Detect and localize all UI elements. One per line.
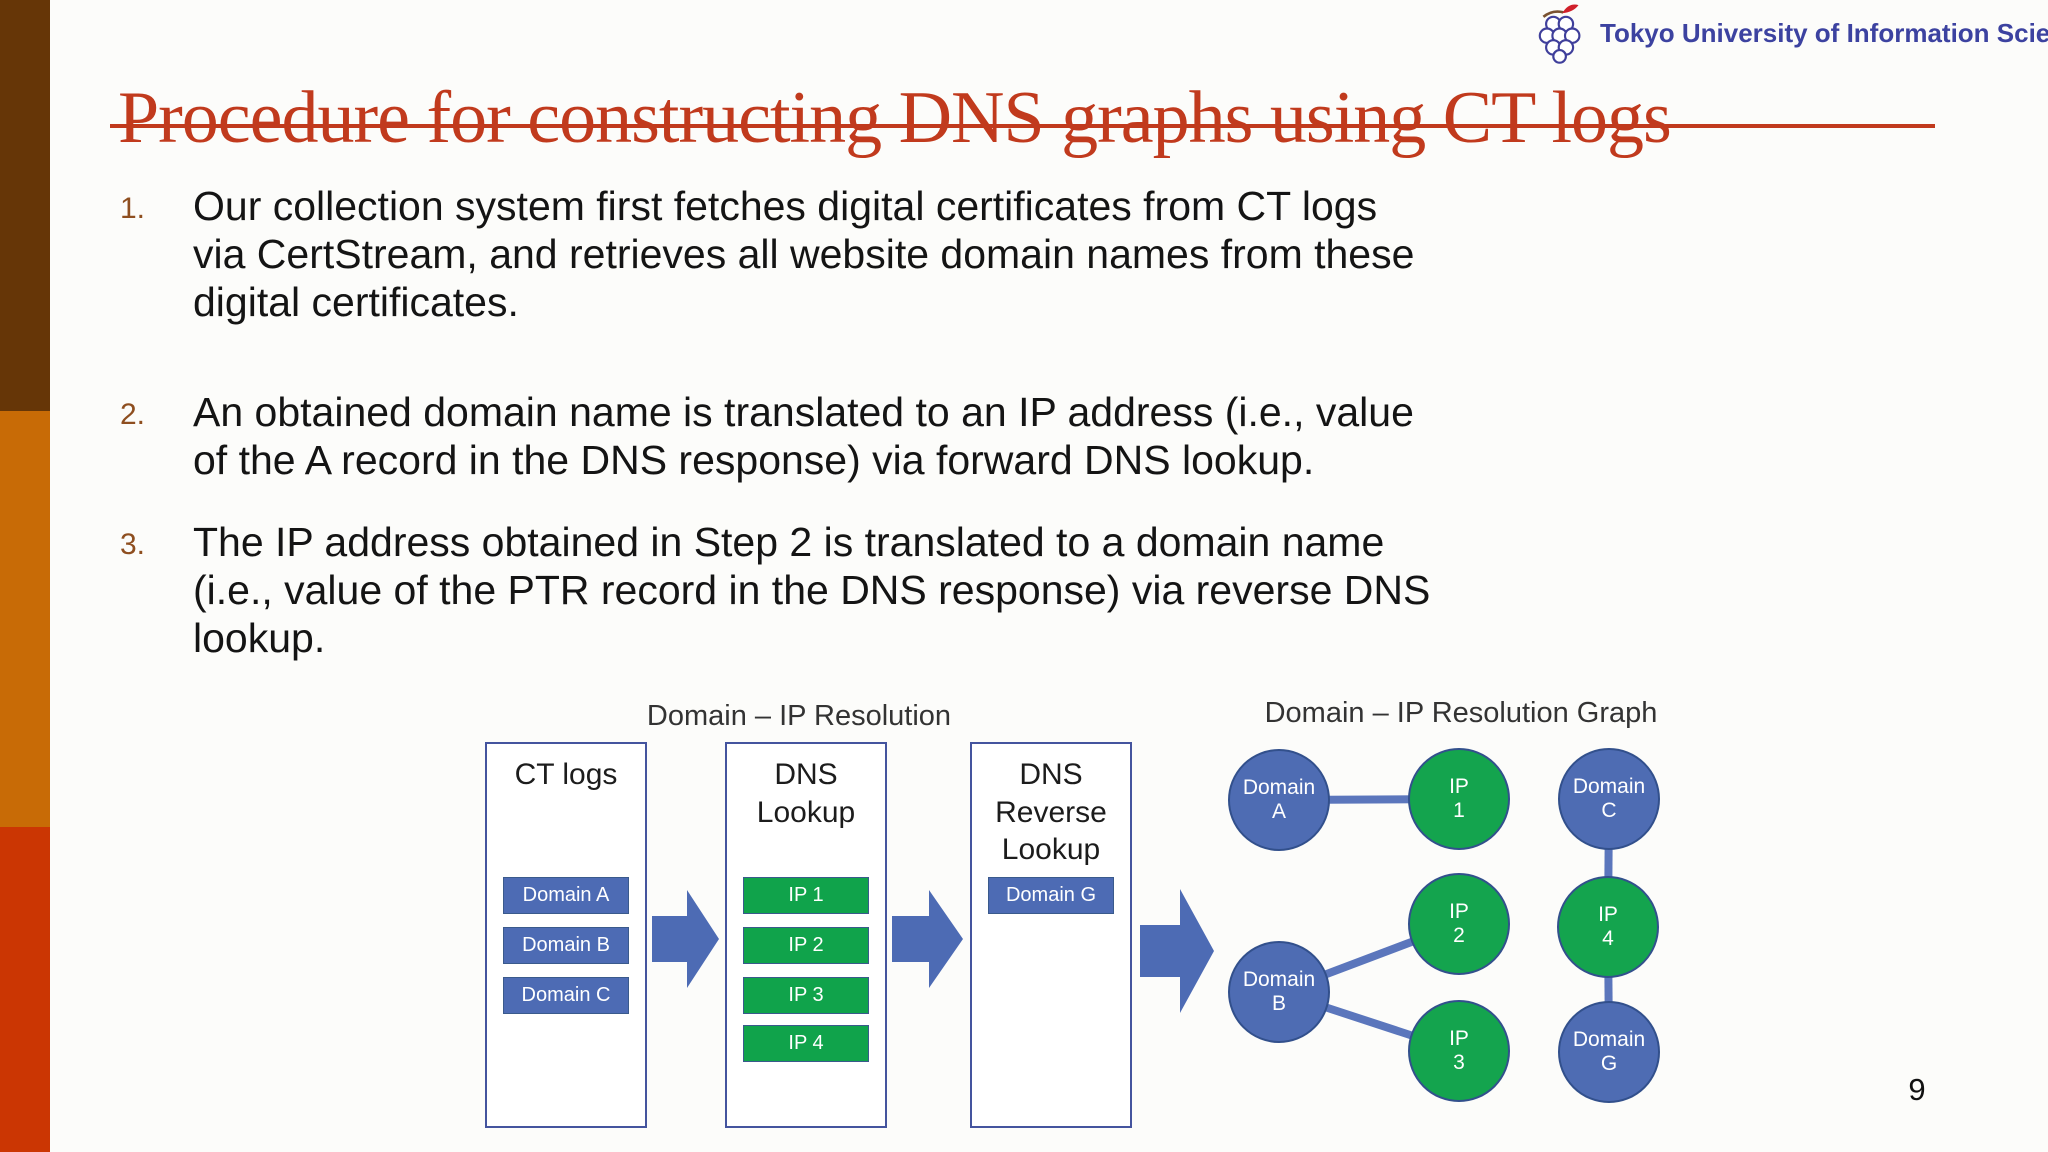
dns-reverse-lookup-header: DNS Reverse Lookup [995, 758, 1107, 866]
step-text-line: via CertStream, and retrieves all websit… [193, 231, 1415, 277]
ip-chip: IP 3 [743, 977, 869, 1014]
ip-chip: IP 2 [743, 927, 869, 964]
step-text-line: (i.e., value of the PTR record in the DN… [193, 567, 1431, 613]
graph-section-label: Domain – IP Resolution Graph [1264, 697, 1658, 729]
node-label-line: Domain [1572, 774, 1646, 798]
step-number: 2. [120, 398, 146, 431]
step-text-line: Our collection system first fetches digi… [193, 183, 1378, 229]
rail-band-brown [0, 0, 50, 411]
arrow-right-icon [652, 890, 719, 988]
step-text-line: The IP address obtained in Step 2 is tra… [193, 519, 1385, 565]
node-label-line: Domain [1572, 1027, 1646, 1051]
domain-chip: Domain A [503, 877, 629, 914]
graph-node-ip-4: IP 4 [1557, 876, 1659, 978]
node-label-line: G [1600, 1052, 1618, 1075]
node-label-line: B [1271, 992, 1286, 1015]
node-label-line: IP [1449, 774, 1469, 798]
graph-node-domain-g: Domain G [1558, 1001, 1660, 1103]
node-label-line: 1 [1453, 799, 1465, 822]
step-text-line: lookup. [193, 615, 326, 661]
step-number: 1. [120, 192, 146, 225]
university-name: Tokyo University of Information Sciences [1600, 17, 2048, 48]
graph-node-ip-3: IP 3 [1408, 1000, 1510, 1102]
title-divider [110, 124, 1935, 128]
ct-logs-box: CT logs Domain A Domain B Domain C [485, 742, 647, 1128]
rail-band-red [0, 827, 50, 1152]
page-title: Procedure for constructing DNS graphs us… [118, 76, 1672, 159]
node-label-line: 3 [1453, 1051, 1465, 1074]
node-label-line: A [1271, 800, 1286, 823]
node-label-line: C [1601, 799, 1617, 822]
node-label-line: 4 [1602, 927, 1614, 950]
step-text-line: An obtained domain name is translated to… [193, 389, 1414, 435]
grape-cluster-icon [1538, 4, 1581, 64]
dns-reverse-lookup-box: DNS Reverse Lookup Domain G [970, 742, 1132, 1128]
domain-chip: Domain G [988, 877, 1114, 914]
step-text-line: of the A record in the DNS response) via… [193, 437, 1315, 483]
node-label-line: IP [1598, 902, 1618, 926]
page-number: 9 [1908, 1072, 1926, 1107]
graph-node-ip-2: IP 2 [1408, 873, 1510, 975]
node-label-line: IP [1449, 899, 1469, 923]
node-label-line: Domain [1242, 967, 1316, 991]
step-text: An obtained domain name is translated to… [193, 388, 1414, 484]
node-label-line: 2 [1453, 924, 1465, 947]
step-text: Our collection system first fetches digi… [193, 182, 1414, 326]
ip-chip: IP 4 [743, 1025, 869, 1062]
step-item-3: 3. The IP address obtained in Step 2 is … [105, 518, 1430, 662]
rail-band-orange [0, 411, 50, 827]
domain-chip: Domain C [503, 977, 629, 1014]
pipeline-section-label: Domain – IP Resolution [646, 700, 952, 732]
arrow-right-icon [892, 890, 963, 988]
graph-node-domain-c: Domain C [1558, 748, 1660, 850]
graph-node-domain-b: Domain B [1228, 941, 1330, 1043]
ct-logs-header: CT logs [514, 758, 618, 791]
node-label-line: Domain [1242, 775, 1316, 799]
step-item-2: 2. An obtained domain name is translated… [105, 388, 1414, 484]
step-text-line: digital certificates. [193, 279, 519, 325]
university-logo: Tokyo University of Information Sciences [1538, 2, 2048, 64]
ip-chip: IP 1 [743, 877, 869, 914]
sidebar-color-rail [0, 0, 50, 1152]
dns-lookup-header: DNS Lookup [756, 758, 856, 829]
step-text: The IP address obtained in Step 2 is tra… [193, 518, 1430, 662]
graph-node-ip-1: IP 1 [1408, 748, 1510, 850]
node-label-line: IP [1449, 1026, 1469, 1050]
step-number: 3. [120, 528, 146, 561]
domain-chip: Domain B [503, 927, 629, 964]
graph-node-domain-a: Domain A [1228, 749, 1330, 851]
dns-lookup-box: DNS Lookup IP 1 IP 2 IP 3 IP 4 [725, 742, 887, 1128]
arrow-right-icon [1140, 889, 1214, 1013]
step-item-1: 1. Our collection system first fetches d… [105, 182, 1414, 326]
